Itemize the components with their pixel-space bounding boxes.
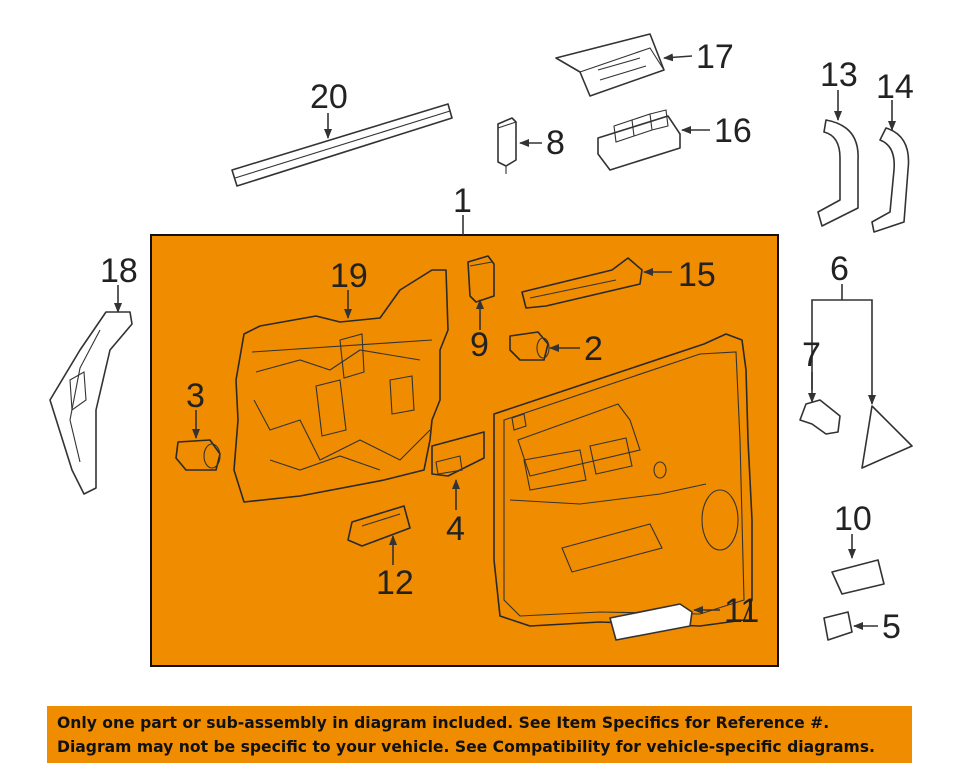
callout-3: 3 [186, 377, 205, 415]
part-16-switch [597, 109, 681, 171]
callout-4: 4 [446, 510, 465, 548]
part-15-armrest [521, 257, 643, 309]
callout-15: 15 [678, 256, 716, 294]
part-14-trim [871, 127, 910, 233]
part-1-door-panel [493, 333, 753, 627]
callout-11: 11 [724, 592, 759, 630]
part-17-bracket [555, 33, 665, 97]
part-7-clip [799, 399, 841, 435]
parts-diagram: 1 20 8 17 16 13 14 18 19 9 15 2 3 4 12 1… [49, 33, 914, 667]
part-8-clip [497, 117, 517, 174]
callout-8: 8 [546, 124, 565, 162]
part-18-pillar [49, 311, 133, 495]
part-10-pad [831, 559, 885, 595]
callout-14: 14 [876, 68, 914, 106]
callout-19: 19 [330, 257, 368, 295]
disclaimer-line-2: Diagram may not be specific to your vehi… [57, 738, 875, 756]
callout-10: 10 [834, 500, 872, 538]
callout-9: 9 [470, 326, 489, 364]
callout-7: 7 [802, 336, 821, 374]
callout-1: 1 [453, 182, 472, 220]
part-13-trim [817, 119, 859, 227]
disclaimer-banner: Only one part or sub-assembly in diagram… [47, 706, 912, 763]
callout-17: 17 [696, 38, 734, 76]
leader-lines [114, 53, 896, 630]
callout-6: 6 [830, 250, 849, 288]
part-11-pull-cup [609, 603, 693, 641]
part-19-deflector [233, 269, 449, 503]
callout-12: 12 [376, 564, 414, 602]
callout-13: 13 [820, 56, 858, 94]
part-12-bezel [347, 505, 411, 547]
part-4-switch-bezel [431, 431, 485, 477]
callout-20: 20 [310, 78, 348, 116]
part-9-bezel [467, 255, 495, 303]
callout-5: 5 [882, 608, 901, 646]
disclaimer-line-1: Only one part or sub-assembly in diagram… [57, 714, 830, 732]
part-20-molding [231, 103, 453, 187]
part-6-wedge [861, 405, 913, 469]
callout-16: 16 [714, 112, 752, 150]
callout-18: 18 [100, 252, 138, 290]
callout-2: 2 [584, 330, 603, 368]
part-3-bezel [175, 439, 221, 471]
part-5-pad [823, 611, 853, 641]
